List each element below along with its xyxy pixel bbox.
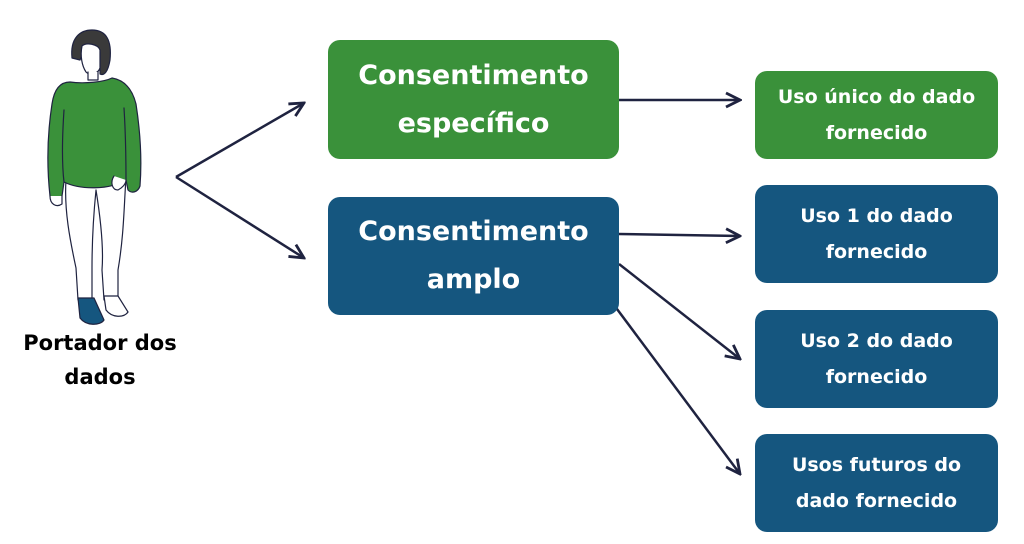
use-2-line2: fornecido [825,366,928,388]
future-uses-line1: Usos futuros do [791,454,962,476]
face [80,43,101,75]
shoe-left [77,297,105,325]
single-use-line2: fornecido [825,122,928,144]
use-1-line2: fornecido [825,241,928,263]
data-owner-label-line1: Portador dos [23,331,177,355]
arrow-to-broad [175,175,304,258]
data-owner-label: Portador dos dados [10,326,190,394]
sweater [47,77,142,200]
hand-right [111,175,127,191]
specific-consent-line1: Consentimento [358,59,589,91]
legs [65,177,127,301]
use-1-line1: Uso 1 do dado [800,205,953,227]
broad-consent-line2: amplo [426,264,521,295]
person-illustration [47,29,142,325]
future-uses-line2: dado fornecido [795,490,958,512]
hair [71,29,111,76]
specific-consent-box: Consentimento específico [328,40,619,159]
specific-consent-line2: específico [397,107,550,139]
arrow-broad-to-use2 [618,263,740,359]
broad-consent-box: Consentimento amplo [328,197,619,315]
future-uses-box: Usos futuros do dado fornecido [755,434,998,532]
use-1-box: Uso 1 do dado fornecido [755,185,998,283]
use-2-box: Uso 2 do dado fornecido [755,310,998,408]
arrow-broad-to-future-uses [612,304,740,474]
arrow-broad-to-use1 [618,234,740,236]
hand-left [49,195,63,207]
data-owner-label-line2: dados [64,365,136,389]
single-use-line1: Uso único do dado [777,86,976,108]
broad-consent-line1: Consentimento [358,216,589,247]
arrow-to-specific [175,103,304,179]
use-2-line1: Uso 2 do dado [800,330,953,352]
single-use-box: Uso único do dado fornecido [755,71,998,159]
shoe-right [103,295,129,317]
